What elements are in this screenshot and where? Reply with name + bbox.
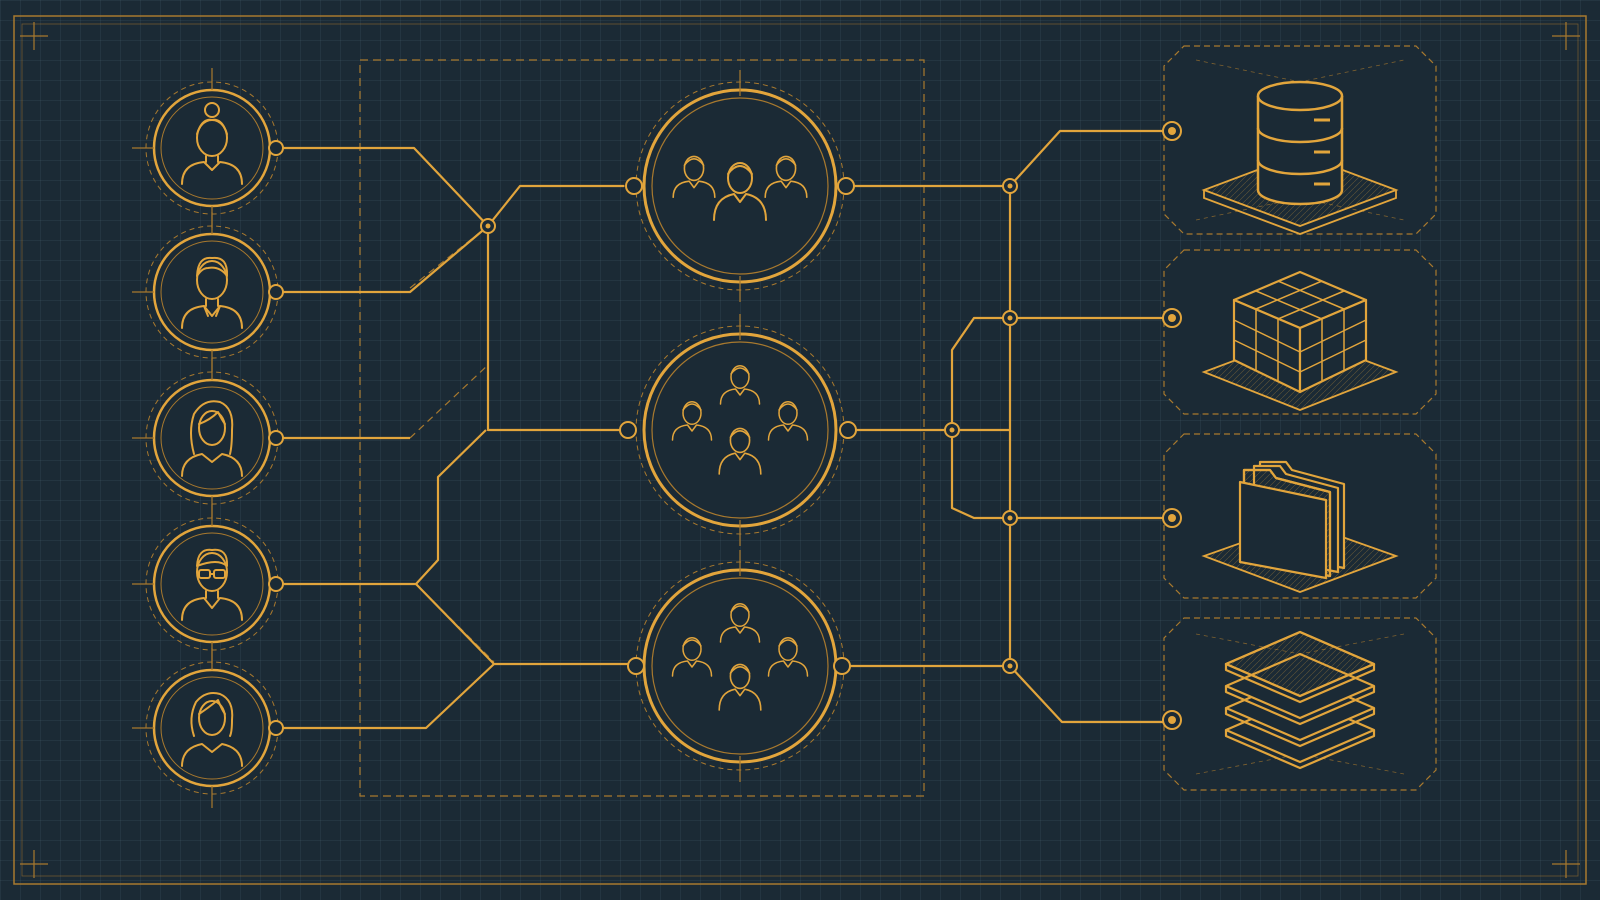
person-node-5[interactable] [132, 648, 284, 808]
folder-stack-icon [1238, 460, 1346, 580]
group-five-people-icon [671, 365, 809, 475]
woman-bun-icon [181, 102, 243, 185]
groups-column [619, 70, 857, 782]
resource-card-cube[interactable] [1162, 249, 1437, 415]
link-person4-trunk [277, 429, 487, 586]
group-node-2[interactable] [619, 314, 857, 546]
link-bus-layers [1009, 665, 1172, 724]
cube-grid-icon [1232, 270, 1368, 394]
link-person2-group1 [277, 225, 489, 294]
person-node-1[interactable] [132, 68, 284, 228]
person-node-4[interactable] [132, 504, 284, 664]
person-node-3[interactable] [132, 358, 284, 518]
link-bus-database [1009, 129, 1172, 187]
junction-node [1002, 178, 1018, 194]
man-icon [181, 256, 243, 329]
link-person1-group1 [277, 146, 489, 227]
link-person4-group3 [415, 583, 628, 666]
link-person5 [277, 663, 495, 730]
group-node-1[interactable] [624, 70, 855, 302]
person-node-2[interactable] [132, 212, 284, 372]
junction-node [1002, 510, 1018, 526]
resources-column [1162, 45, 1437, 791]
woman-long-hair-icon [181, 400, 243, 477]
bypass-loop [950, 316, 1010, 520]
group-five-people-icon [671, 603, 809, 711]
junction-node [1002, 658, 1018, 674]
man-glasses-icon [181, 548, 243, 621]
group-three-people-icon [672, 155, 808, 221]
resource-card-folder[interactable] [1162, 433, 1437, 599]
resource-card-database[interactable] [1162, 45, 1437, 235]
blueprint-frame [13, 15, 1587, 885]
resource-card-layers[interactable] [1162, 617, 1437, 791]
junction-node [480, 218, 496, 234]
link-junction-group1 [487, 184, 624, 227]
junction-node [944, 422, 960, 438]
database-icon [1256, 80, 1344, 206]
group-node-3[interactable] [627, 550, 851, 782]
junction-node [1002, 310, 1018, 326]
dashed-guide-lines [409, 225, 495, 663]
stacked-layers-icon [1224, 630, 1376, 770]
junction-nodes [480, 178, 1018, 674]
link-trunk-group2 [486, 226, 622, 432]
individuals-column [132, 68, 284, 808]
woman-bob-icon [181, 692, 243, 767]
